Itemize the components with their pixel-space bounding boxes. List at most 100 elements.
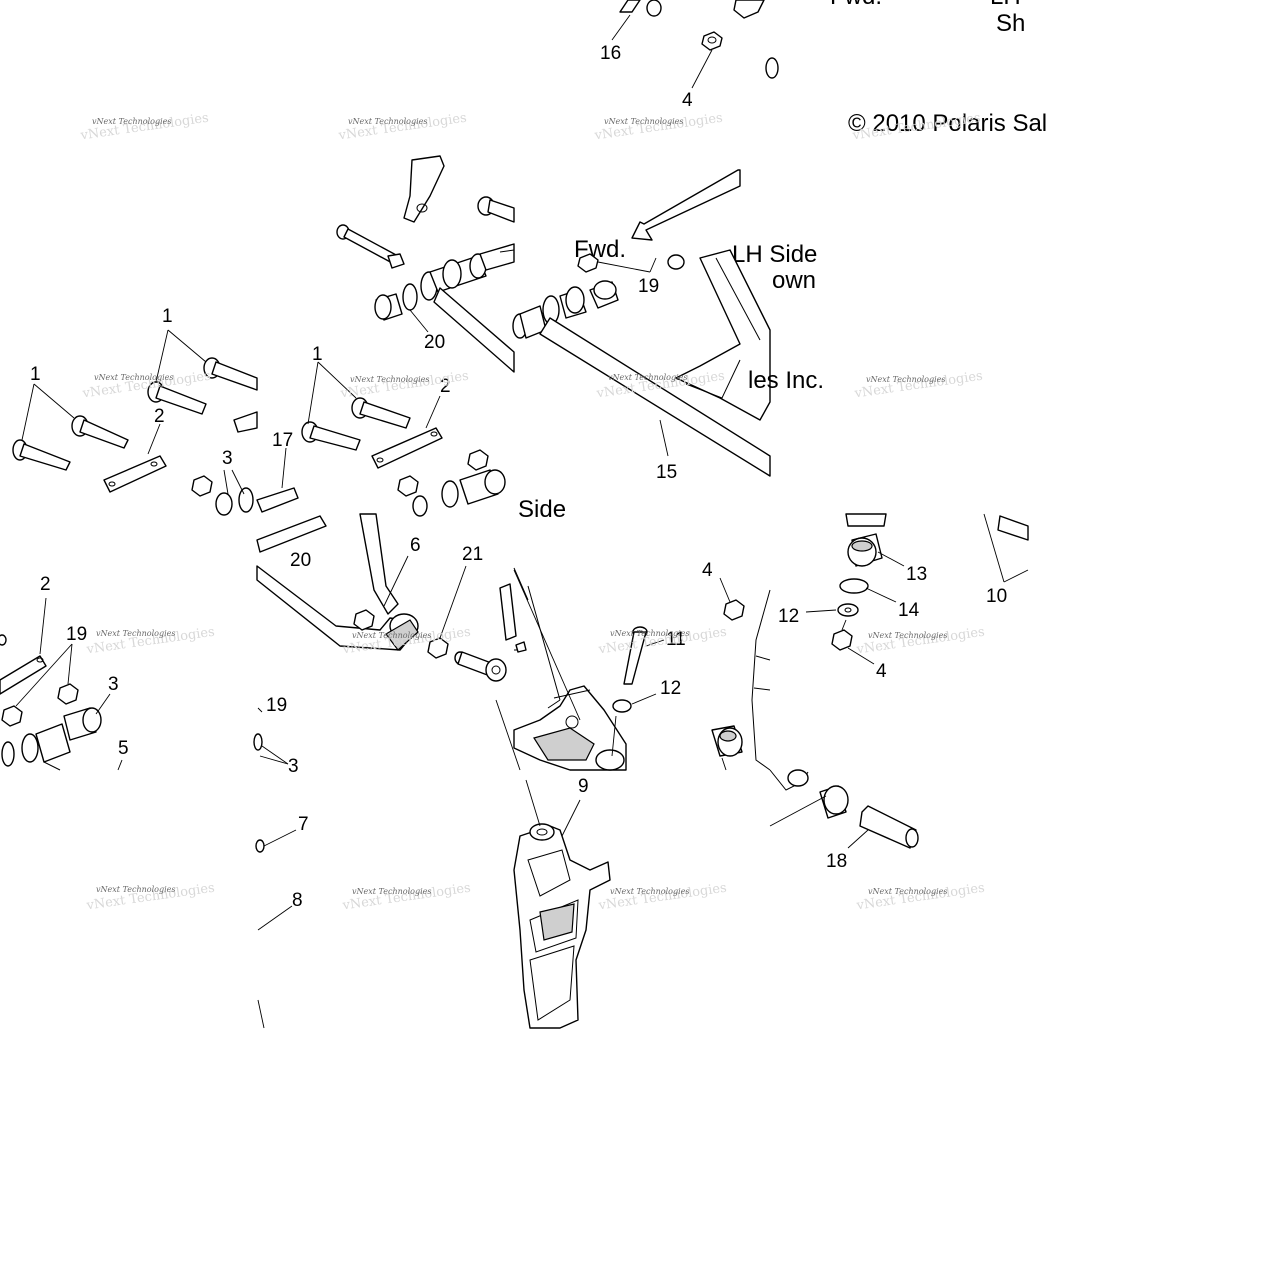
callout-12-right: 12 [778, 606, 799, 627]
tile-right-row3 [711, 513, 1029, 771]
tile-left-row2 [12, 329, 258, 516]
callout-20-mid: 20 [290, 550, 311, 571]
callout-6: 6 [410, 535, 421, 556]
bolt-1-d [203, 357, 258, 391]
washer-12-mid [612, 693, 657, 713]
washers-3-left [215, 469, 254, 516]
link-17 [256, 447, 299, 513]
callout-12-mid: 12 [660, 678, 681, 699]
callout-8: 8 [292, 890, 303, 911]
svg-text:vNext Technologies: vNext Technologies [350, 375, 429, 384]
tile-top-center: Fwd. LH Side own [574, 0, 817, 294]
bushings-20-upper [374, 243, 515, 333]
callout-16: 16 [600, 43, 621, 64]
svg-text:vNext Technologies: vNext Technologies [597, 881, 728, 914]
callout-4-right: 4 [876, 661, 887, 682]
svg-text:vNext Technologies: vNext Technologies [610, 629, 689, 638]
callout-3-b: 3 [108, 674, 119, 695]
svg-text:vNext Technologies: vNext Technologies [79, 111, 210, 144]
callout-11: 11 [666, 629, 686, 650]
bracket-top [733, 0, 779, 79]
callout-21: 21 [462, 544, 483, 565]
lh-side-label: LH Side [732, 241, 817, 268]
arm-tube-15 [539, 317, 771, 477]
callout-2-c: 2 [40, 574, 51, 595]
copyright-text: © 2010 Polaris Sal [848, 110, 1047, 137]
part-10 [983, 513, 1029, 583]
part-7-8 [255, 829, 297, 1029]
nut-part-4-top [691, 31, 723, 89]
shown-label: own [772, 267, 816, 294]
tie-rod-pin [499, 567, 529, 653]
bushings-upper-right [512, 254, 685, 339]
callout-20-top: 20 [424, 332, 445, 353]
callout-15: 15 [656, 462, 677, 483]
callout-7: 7 [298, 814, 309, 835]
nut-19 [577, 253, 657, 273]
svg-text:vNext Technologies: vNext Technologies [352, 631, 431, 640]
link-9-leads [495, 569, 581, 771]
knuckle-bracket [513, 585, 627, 771]
svg-text:vNext Technologies: vNext Technologies [855, 625, 986, 658]
svg-text:vNext Technologies: vNext Technologies [94, 373, 173, 382]
nut-3-left [191, 475, 213, 497]
svg-text:vNext Technologies: vNext Technologies [868, 887, 947, 896]
lever-part [403, 155, 445, 223]
svg-text:vNext Technologies: vNext Technologies [96, 885, 175, 894]
frame-plate [675, 249, 771, 421]
shown-label-top: Sh [996, 10, 1025, 37]
bushing-mid [711, 725, 743, 771]
bushing-13 [845, 513, 905, 567]
callout-3-c: 3 [288, 756, 299, 777]
tile-left-row3 [0, 597, 123, 771]
tile-upper-left-center [336, 155, 515, 373]
lh-label-top: LH [990, 0, 1021, 10]
tile-row4 [255, 769, 919, 1029]
tie-rod-end [454, 651, 507, 682]
callout-10: 10 [986, 586, 1007, 607]
callout-leads-1 [21, 329, 207, 441]
tile-top-right: Fwd. LH Sh © 2010 Polaris Sal [830, 0, 1047, 137]
svg-text:vNext Technologies: vNext Technologies [348, 117, 427, 126]
bushings-row2 [412, 469, 506, 517]
svg-text:vNext Technologies: vNext Technologies [868, 631, 947, 640]
fwd-arrow [631, 169, 741, 241]
copyright-tail: les Inc. [748, 367, 824, 394]
bolt-1-f [351, 397, 411, 429]
callout-9: 9 [578, 776, 589, 797]
tile-mid-center: les Inc. [512, 249, 824, 477]
bushings-3-lower [1, 693, 123, 771]
nut-4-row3 [719, 577, 745, 621]
callout-numbers: 16 4 20 19 15 1 1 2 1 2 17 3 20 6 21 4 1… [30, 43, 1007, 911]
bolt-1-c [147, 381, 207, 415]
bolt-1-e [301, 421, 361, 451]
callout-17: 17 [272, 430, 293, 451]
washer-12-right [805, 603, 859, 617]
callout-1-c: 1 [312, 344, 323, 365]
callout-14: 14 [898, 600, 920, 621]
nut-4-right [831, 619, 875, 665]
fwd-label-top: Fwd. [830, 0, 882, 10]
callout-18: 18 [826, 851, 847, 872]
svg-text:vNext Technologies: vNext Technologies [610, 887, 689, 896]
svg-text:vNext Technologies: vNext Technologies [866, 375, 945, 384]
link-2-center [371, 395, 443, 469]
tile-center-row3 [253, 513, 507, 765]
tile-midcenter-row3 [495, 567, 665, 771]
svg-text:vNext Technologies: vNext Technologies [853, 369, 984, 402]
knuckle-9 [513, 779, 611, 1029]
callout-2-b: 2 [440, 376, 451, 397]
callout-1-b: 1 [30, 364, 41, 385]
callout-4-mid: 4 [702, 560, 713, 581]
nut-6 [353, 609, 375, 631]
part-19-lower [253, 707, 289, 765]
bolt-small [336, 224, 405, 269]
